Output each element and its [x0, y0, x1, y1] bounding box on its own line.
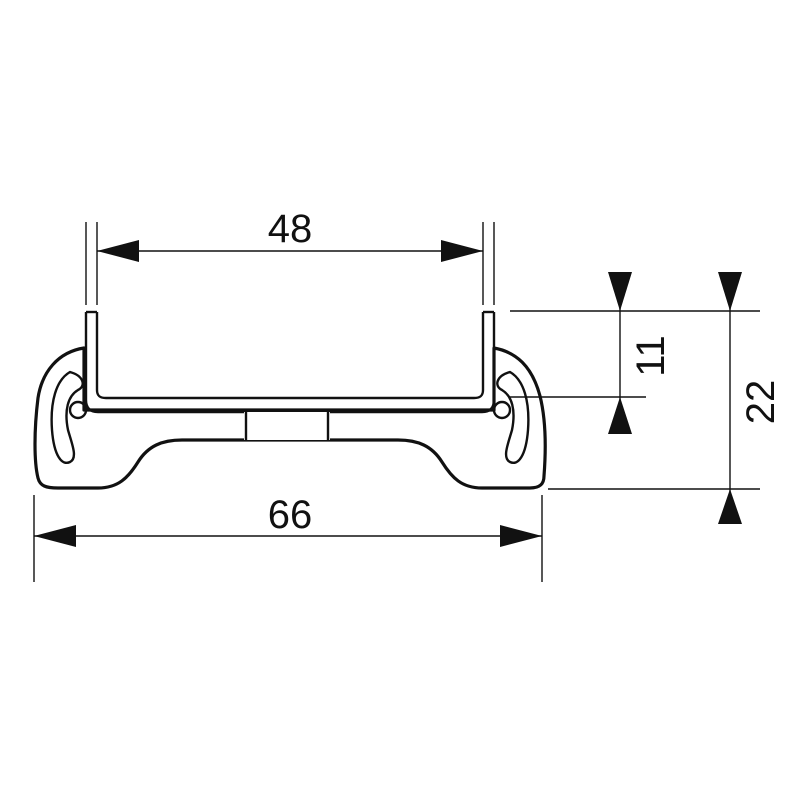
dimension-label-11: 11	[629, 335, 673, 377]
dimension-label-48: 48	[268, 207, 313, 251]
profile-right-slot	[496, 370, 530, 465]
dimension-inner-height: 11	[608, 272, 673, 434]
height-reference-lines	[510, 310, 760, 490]
dimension-label-22: 22	[739, 380, 783, 425]
center-support	[244, 412, 330, 440]
arrowhead-right-48	[441, 240, 483, 262]
profile-left-slot	[50, 370, 84, 465]
profile-right-hole	[492, 400, 512, 420]
arrowhead-bottom-11	[608, 397, 632, 434]
inner-channel	[84, 310, 496, 414]
dimension-total-height: 22	[718, 272, 783, 524]
arrowhead-right-66	[500, 525, 542, 547]
arrowhead-top-11	[608, 272, 632, 311]
dimension-inner-width: 48	[85, 207, 495, 305]
channel-inner-edge	[95, 312, 485, 400]
arrowhead-left-48	[97, 240, 139, 262]
profile-left-hole	[68, 400, 88, 420]
dimension-outer-width: 66	[33, 493, 543, 582]
arrowhead-left-66	[34, 525, 76, 547]
dimension-label-66: 66	[268, 493, 313, 537]
arrowhead-top-22	[718, 272, 742, 311]
arrowhead-bottom-22	[718, 489, 742, 524]
